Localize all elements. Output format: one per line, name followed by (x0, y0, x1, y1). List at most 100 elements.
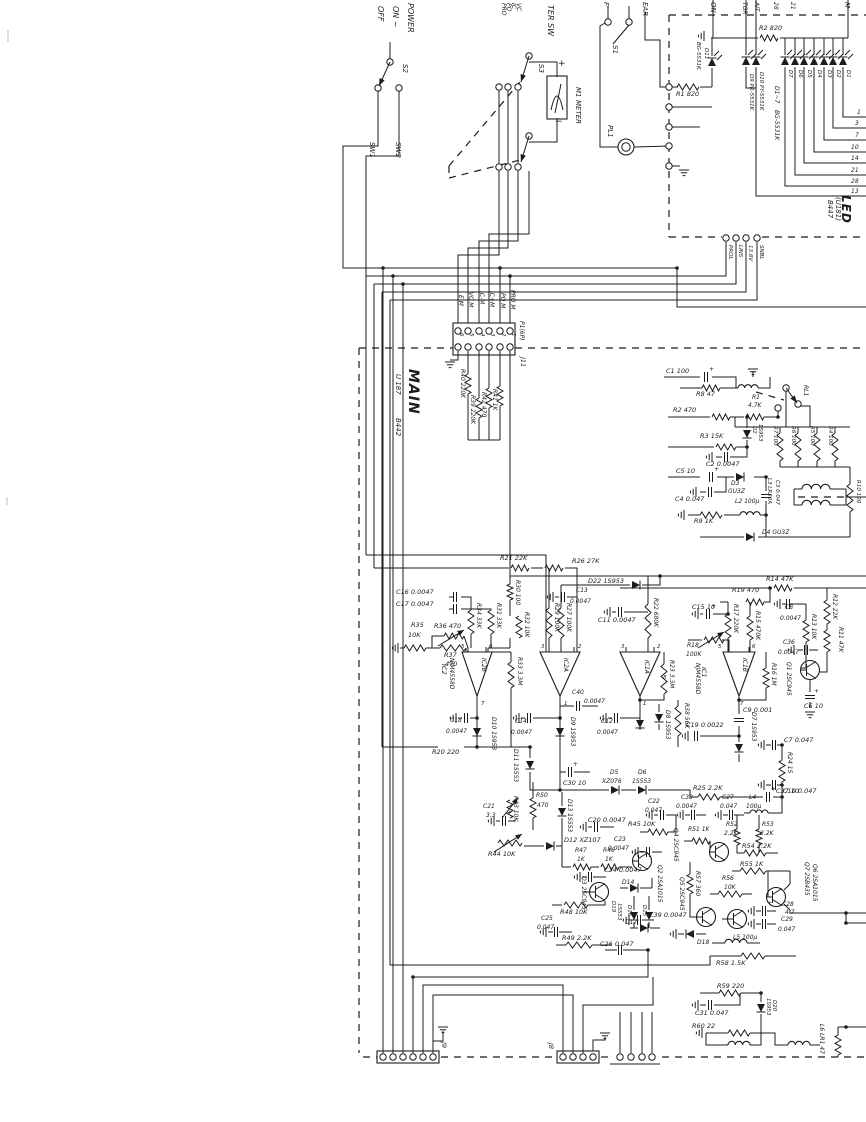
ground-symbol (677, 510, 685, 520)
label-c30-10: C30 10 (563, 779, 586, 787)
junction-dot (780, 783, 784, 787)
label-c18: C18 (450, 717, 462, 724)
terminal-circle (485, 327, 493, 335)
label-470: 470 (445, 660, 457, 668)
diode-triangle (611, 786, 619, 794)
wire (529, 118, 558, 143)
ground-symbol (546, 592, 554, 602)
label-meter: METER (574, 100, 582, 124)
label-6: 6 (752, 644, 756, 650)
label-c21: C21 (483, 803, 495, 810)
terminal-circle (665, 162, 673, 170)
transistor-lead (715, 843, 726, 850)
wire (712, 376, 737, 388)
terminal-circle (475, 343, 483, 351)
label-prol: PROL (727, 245, 733, 260)
resistor-symbol (600, 862, 620, 872)
label-r2-820: R2 820 (759, 24, 782, 32)
terminal-circle (399, 1053, 407, 1061)
junction-dot (737, 734, 741, 738)
wire (823, 67, 866, 141)
terminal-circle (429, 1053, 437, 1061)
resistor-symbol (507, 661, 515, 689)
terminal-circle (409, 1053, 417, 1061)
label-q7-2sb435: Q7 2SB435 (803, 862, 810, 896)
label-r39-220k: R39 220K (469, 395, 476, 425)
wire (648, 789, 691, 797)
wire (633, 145, 670, 148)
label-pro-m: PRO M (509, 290, 516, 310)
label-l5-100: L5 100μ (733, 934, 758, 941)
wire (450, 351, 459, 361)
label-21: 21 (851, 167, 859, 174)
label-r4-100: R4 100 (827, 426, 833, 446)
connector-box (556, 1050, 600, 1064)
junction-dot (745, 415, 749, 419)
label-l3-lr22a: L3 LR22A (766, 478, 772, 504)
label-lins: LINS (737, 245, 743, 258)
terminal-circle (627, 1053, 635, 1061)
label-ic-m: IC-M (478, 291, 485, 305)
label-d1: D1 (845, 70, 851, 78)
label-c14: C14 (515, 718, 527, 725)
diode-triangle (742, 57, 750, 65)
junction-dot (776, 415, 780, 419)
label-r14-47k: R14 47K (766, 575, 794, 583)
transistor-lead (595, 883, 606, 890)
diode-triangle (686, 930, 694, 938)
terminal-circle (665, 142, 673, 150)
wire (422, 984, 564, 1053)
label-10k: 10K (408, 631, 421, 639)
led-symbol (799, 56, 809, 65)
wire (705, 1033, 728, 1046)
opamp-symbol (619, 651, 661, 698)
ground-symbol (645, 810, 653, 820)
label-1: 1 (643, 701, 647, 707)
label-100: 100μ (746, 803, 761, 810)
resistor-symbol (802, 619, 810, 643)
label-l6-lr1-47: L6 LR1 47 (818, 1024, 825, 1054)
label-r7-100: R7 100 (772, 426, 778, 446)
label-q4-2sc945: Q4 2SC945 (672, 828, 679, 862)
diode-triangle (829, 57, 837, 65)
resistor-symbol (833, 1034, 843, 1056)
diode-symbol (644, 912, 654, 921)
terminal-circle (514, 163, 522, 171)
label-r8-47: R8 47 (696, 390, 716, 398)
board-outline-dash (448, 81, 521, 167)
meter-needle (554, 83, 562, 114)
label-14: 14 (851, 155, 859, 162)
inductor-symbol (724, 938, 748, 944)
label-4: 4 (479, 333, 485, 337)
wire (714, 477, 727, 493)
resistor-symbol (644, 603, 652, 639)
label-r24-15: R24 15 (786, 752, 793, 774)
label-0-0047: 0.0047 (608, 845, 629, 852)
label-3-3: 3.3 (486, 812, 496, 819)
main-board-number: U 187 (394, 374, 402, 395)
resistor-symbol (487, 609, 495, 635)
capacitor-polarity: + (709, 366, 714, 373)
led-arrow (713, 50, 720, 57)
terminal-circle (616, 1053, 624, 1061)
wire (342, 91, 866, 308)
label-r44-10k: R44 10K (488, 850, 516, 858)
label-po-m: PO M (499, 293, 506, 309)
label-10: 10 (851, 144, 859, 151)
diode-symbol (629, 912, 639, 921)
terminal-circle (504, 83, 512, 91)
ground-symbol (705, 452, 713, 462)
ground-symbol (600, 1032, 610, 1040)
wire (644, 12, 666, 88)
label-0-0047: 0.0047 (780, 615, 801, 622)
label-7: 7 (481, 701, 485, 707)
label-pl1: PL1 (606, 125, 614, 138)
junction-dot (475, 745, 479, 749)
label-d3: D3 (731, 480, 740, 487)
label-0-0047: 0.0047 (778, 649, 799, 656)
wire (794, 67, 866, 176)
terminal-circle (774, 404, 782, 412)
junction-dot (737, 698, 741, 702)
ground-symbol (747, 906, 755, 916)
wire (623, 949, 649, 977)
